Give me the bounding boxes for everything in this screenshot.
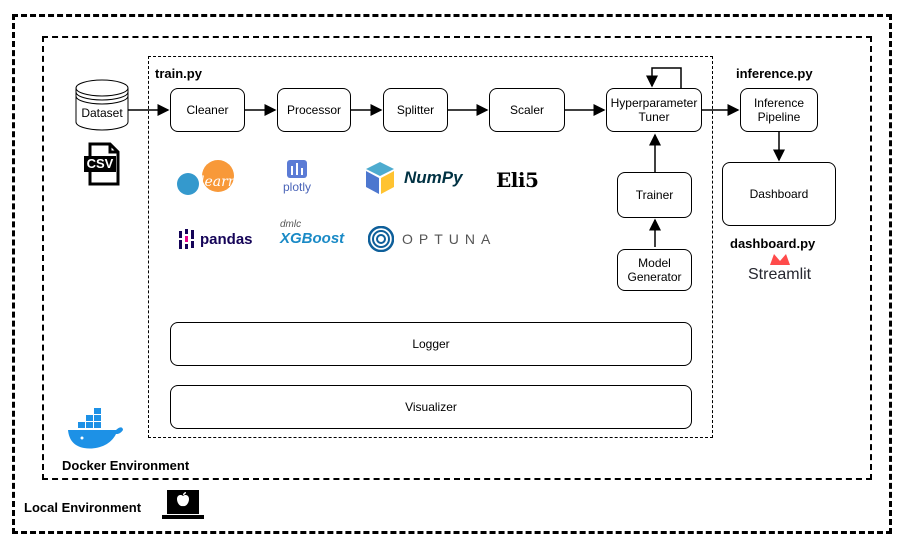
train-py-label: train.py xyxy=(155,66,202,81)
inference-py-label: inference.py xyxy=(736,66,813,81)
docker-environment-label: Docker Environment xyxy=(62,458,190,473)
scaler-node[interactable]: Scaler xyxy=(489,88,565,132)
file-icon xyxy=(84,142,120,186)
plotly-icon xyxy=(287,160,307,178)
xgboost-logo: dmlc XGBoost xyxy=(280,219,345,248)
laptop-apple-icon xyxy=(160,488,206,529)
dataset-label: Dataset xyxy=(81,106,123,120)
logger-node[interactable]: Logger xyxy=(170,322,692,366)
csv-badge: CSV xyxy=(86,156,114,171)
model-generator-node[interactable]: Model Generator xyxy=(617,249,692,291)
trainer-node[interactable]: Trainer xyxy=(617,172,692,218)
splitter-node[interactable]: Splitter xyxy=(383,88,448,132)
database-icon xyxy=(75,79,129,131)
local-environment-frame xyxy=(12,14,892,534)
dataset-node[interactable]: Dataset xyxy=(74,78,130,132)
streamlit-logo: Streamlit xyxy=(748,252,811,284)
plotly-logo: plotly xyxy=(283,160,311,194)
arrow-tuner-self-loop xyxy=(646,67,682,88)
cleaner-node[interactable]: Cleaner xyxy=(170,88,245,132)
pandas-icon xyxy=(179,229,194,249)
pandas-logo: pandas xyxy=(178,228,253,250)
csv-file-icon: CSV xyxy=(84,142,120,186)
optuna-icon xyxy=(368,226,394,252)
inference-pipeline-node[interactable]: Inference Pipeline xyxy=(740,88,818,132)
sklearn-icon xyxy=(177,160,234,195)
train-py-frame xyxy=(148,56,713,438)
docker-icon xyxy=(66,408,124,457)
dashboard-py-label: dashboard.py xyxy=(730,236,816,251)
numpy-logo: NumPy xyxy=(362,160,463,196)
visualizer-node[interactable]: Visualizer xyxy=(170,385,692,429)
docker-environment-frame xyxy=(42,36,872,480)
processor-node[interactable]: Processor xyxy=(277,88,351,132)
local-environment-label: Local Environment xyxy=(24,500,142,515)
optuna-logo: OPTUNA xyxy=(368,226,496,252)
numpy-icon xyxy=(366,162,394,194)
dashboard-node[interactable]: Dashboard xyxy=(722,162,836,226)
hyperparameter-tuner-node[interactable]: Hyperparameter Tuner xyxy=(606,88,702,132)
streamlit-crown-icon xyxy=(769,254,790,265)
eli5-logo: Eli5 xyxy=(496,168,539,192)
sklearn-logo: learn xyxy=(174,160,240,196)
